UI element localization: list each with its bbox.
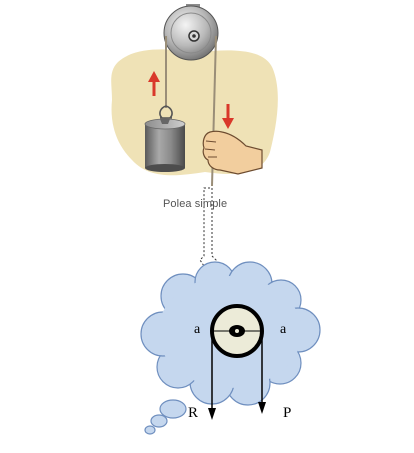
- pulley-icon: [163, 5, 219, 61]
- radius-label-right: a: [280, 322, 287, 337]
- thought-bubble-medium: [150, 414, 168, 428]
- hand-icon: [202, 130, 263, 175]
- pulley-illustration: [111, 4, 278, 187]
- weight-icon: [144, 118, 186, 172]
- radius-label-left: a: [194, 322, 201, 337]
- thought-bubble-small: [144, 425, 156, 435]
- thought-cloud: [140, 261, 321, 435]
- arrow-P: [258, 331, 266, 414]
- rope-hook: [159, 105, 173, 119]
- caption-polea-simple: Polea simple: [163, 198, 228, 210]
- up-arrow-icon: [148, 71, 160, 96]
- arrow-R: [208, 331, 216, 420]
- force-label-P: P: [283, 405, 292, 421]
- thought-bubble-large: [159, 399, 187, 419]
- pulley-schematic: [208, 304, 266, 420]
- force-label-R: R: [188, 405, 199, 421]
- down-arrow-icon: [222, 104, 234, 129]
